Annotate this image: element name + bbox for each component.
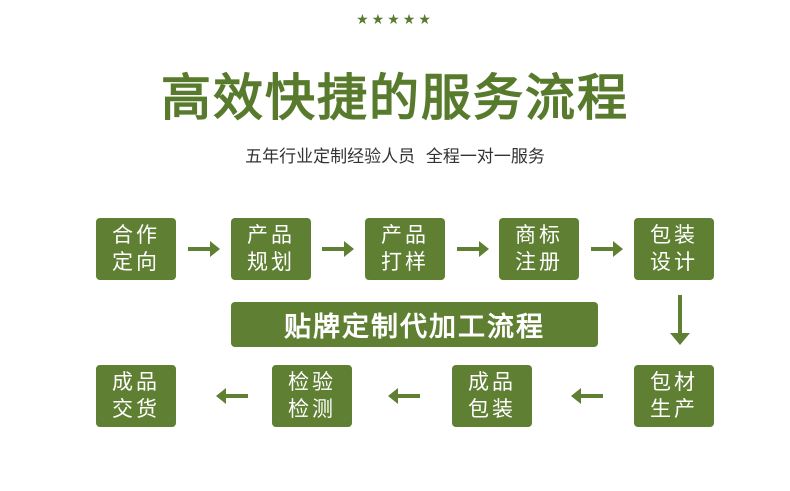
step-label: 检验检测 [288, 370, 336, 421]
arrow-right-icon [457, 241, 489, 257]
step-sampling: 产品打样 [365, 218, 445, 280]
oem-process-banner: 贴牌定制代加工流程 [231, 302, 598, 347]
step-label: 商标注册 [515, 223, 563, 274]
step-label: 成品包装 [468, 370, 516, 421]
step-inspection: 检验检测 [272, 365, 352, 427]
step-label: 包装设计 [650, 223, 698, 274]
step-cooperation: 合作定向 [96, 218, 176, 280]
step-label: 产品规划 [247, 223, 295, 274]
step-label: 成品交货 [112, 370, 160, 421]
stars-decoration: ★★★★★ [356, 12, 434, 28]
step-package-design: 包装设计 [634, 218, 714, 280]
step-product-packing: 成品包装 [452, 365, 532, 427]
arrow-right-icon [188, 241, 220, 257]
step-label: 包材生产 [650, 370, 698, 421]
arrow-down-icon [670, 295, 690, 345]
arrow-right-icon [322, 241, 354, 257]
step-planning: 产品规划 [231, 218, 311, 280]
arrow-right-icon [591, 241, 623, 257]
step-label: 合作定向 [112, 223, 160, 274]
subtitle: 五年行业定制经验人员 全程一对一服务 [245, 147, 545, 167]
page-title: 高效快捷的服务流程 [161, 69, 629, 127]
step-delivery: 成品交货 [96, 365, 176, 427]
step-label: 产品打样 [381, 223, 429, 274]
step-packaging-production: 包材生产 [634, 365, 714, 427]
arrow-left-icon [216, 388, 248, 404]
arrow-left-icon [388, 388, 420, 404]
arrow-left-icon [571, 388, 603, 404]
step-trademark: 商标注册 [499, 218, 579, 280]
